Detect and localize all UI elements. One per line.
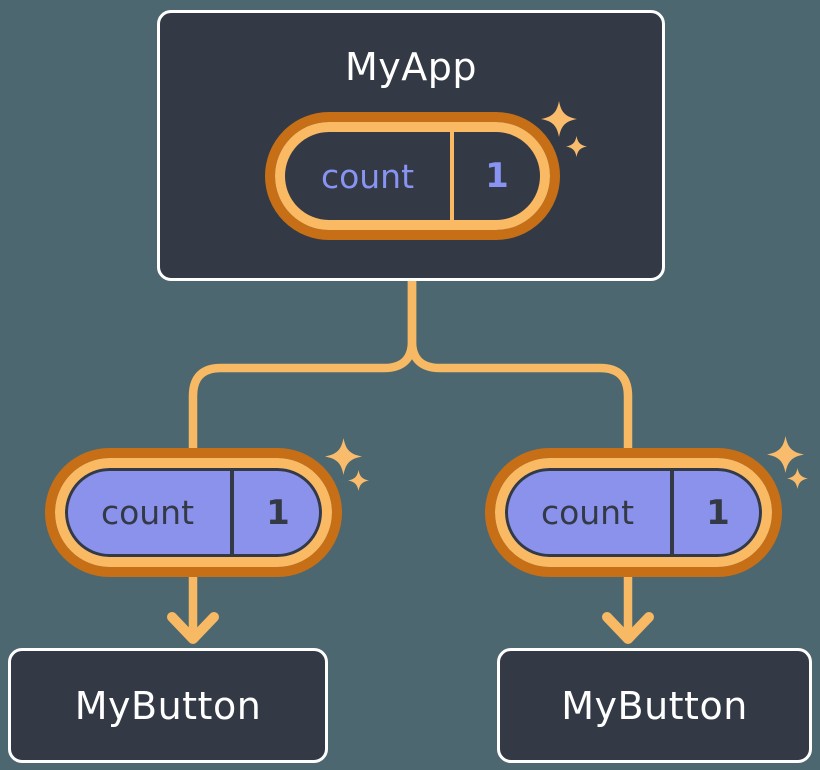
state-name-label: count <box>540 493 635 532</box>
state-pill-child-right: count 1 <box>485 448 782 577</box>
state-value-label: 1 <box>706 492 730 533</box>
component-title: MyApp <box>344 45 477 89</box>
sparkle-icon-small <box>566 136 587 157</box>
arrowhead-down-icon <box>602 612 654 644</box>
connector-right-branch <box>407 278 633 633</box>
state-pill-child-left: count 1 <box>45 448 342 577</box>
pill-divider <box>230 468 234 557</box>
state-pill-root: count 1 <box>265 112 560 240</box>
sparkle-icon-large <box>541 101 577 137</box>
component-title: MyButton <box>561 683 748 728</box>
state-pill-core: count 1 <box>55 458 332 567</box>
state-name-label: count <box>100 493 195 532</box>
state-name-label: count <box>320 156 415 196</box>
state-pill-core: count 1 <box>495 458 772 567</box>
sparkle-icon-large <box>767 436 804 473</box>
arrowhead-down-icon <box>167 612 219 644</box>
state-value-label: 1 <box>266 492 290 533</box>
component-node-child-left: MyButton <box>8 648 328 763</box>
sparkle-icon-small <box>348 470 369 491</box>
state-pill-core: count 1 <box>275 122 550 230</box>
sparkle-icon-small <box>787 468 808 489</box>
sparkle-icon-large <box>325 438 362 475</box>
component-node-child-right: MyButton <box>497 648 812 763</box>
pill-divider <box>450 132 454 220</box>
component-title: MyButton <box>74 683 262 728</box>
pill-divider <box>670 468 674 557</box>
state-value-label: 1 <box>485 156 509 196</box>
